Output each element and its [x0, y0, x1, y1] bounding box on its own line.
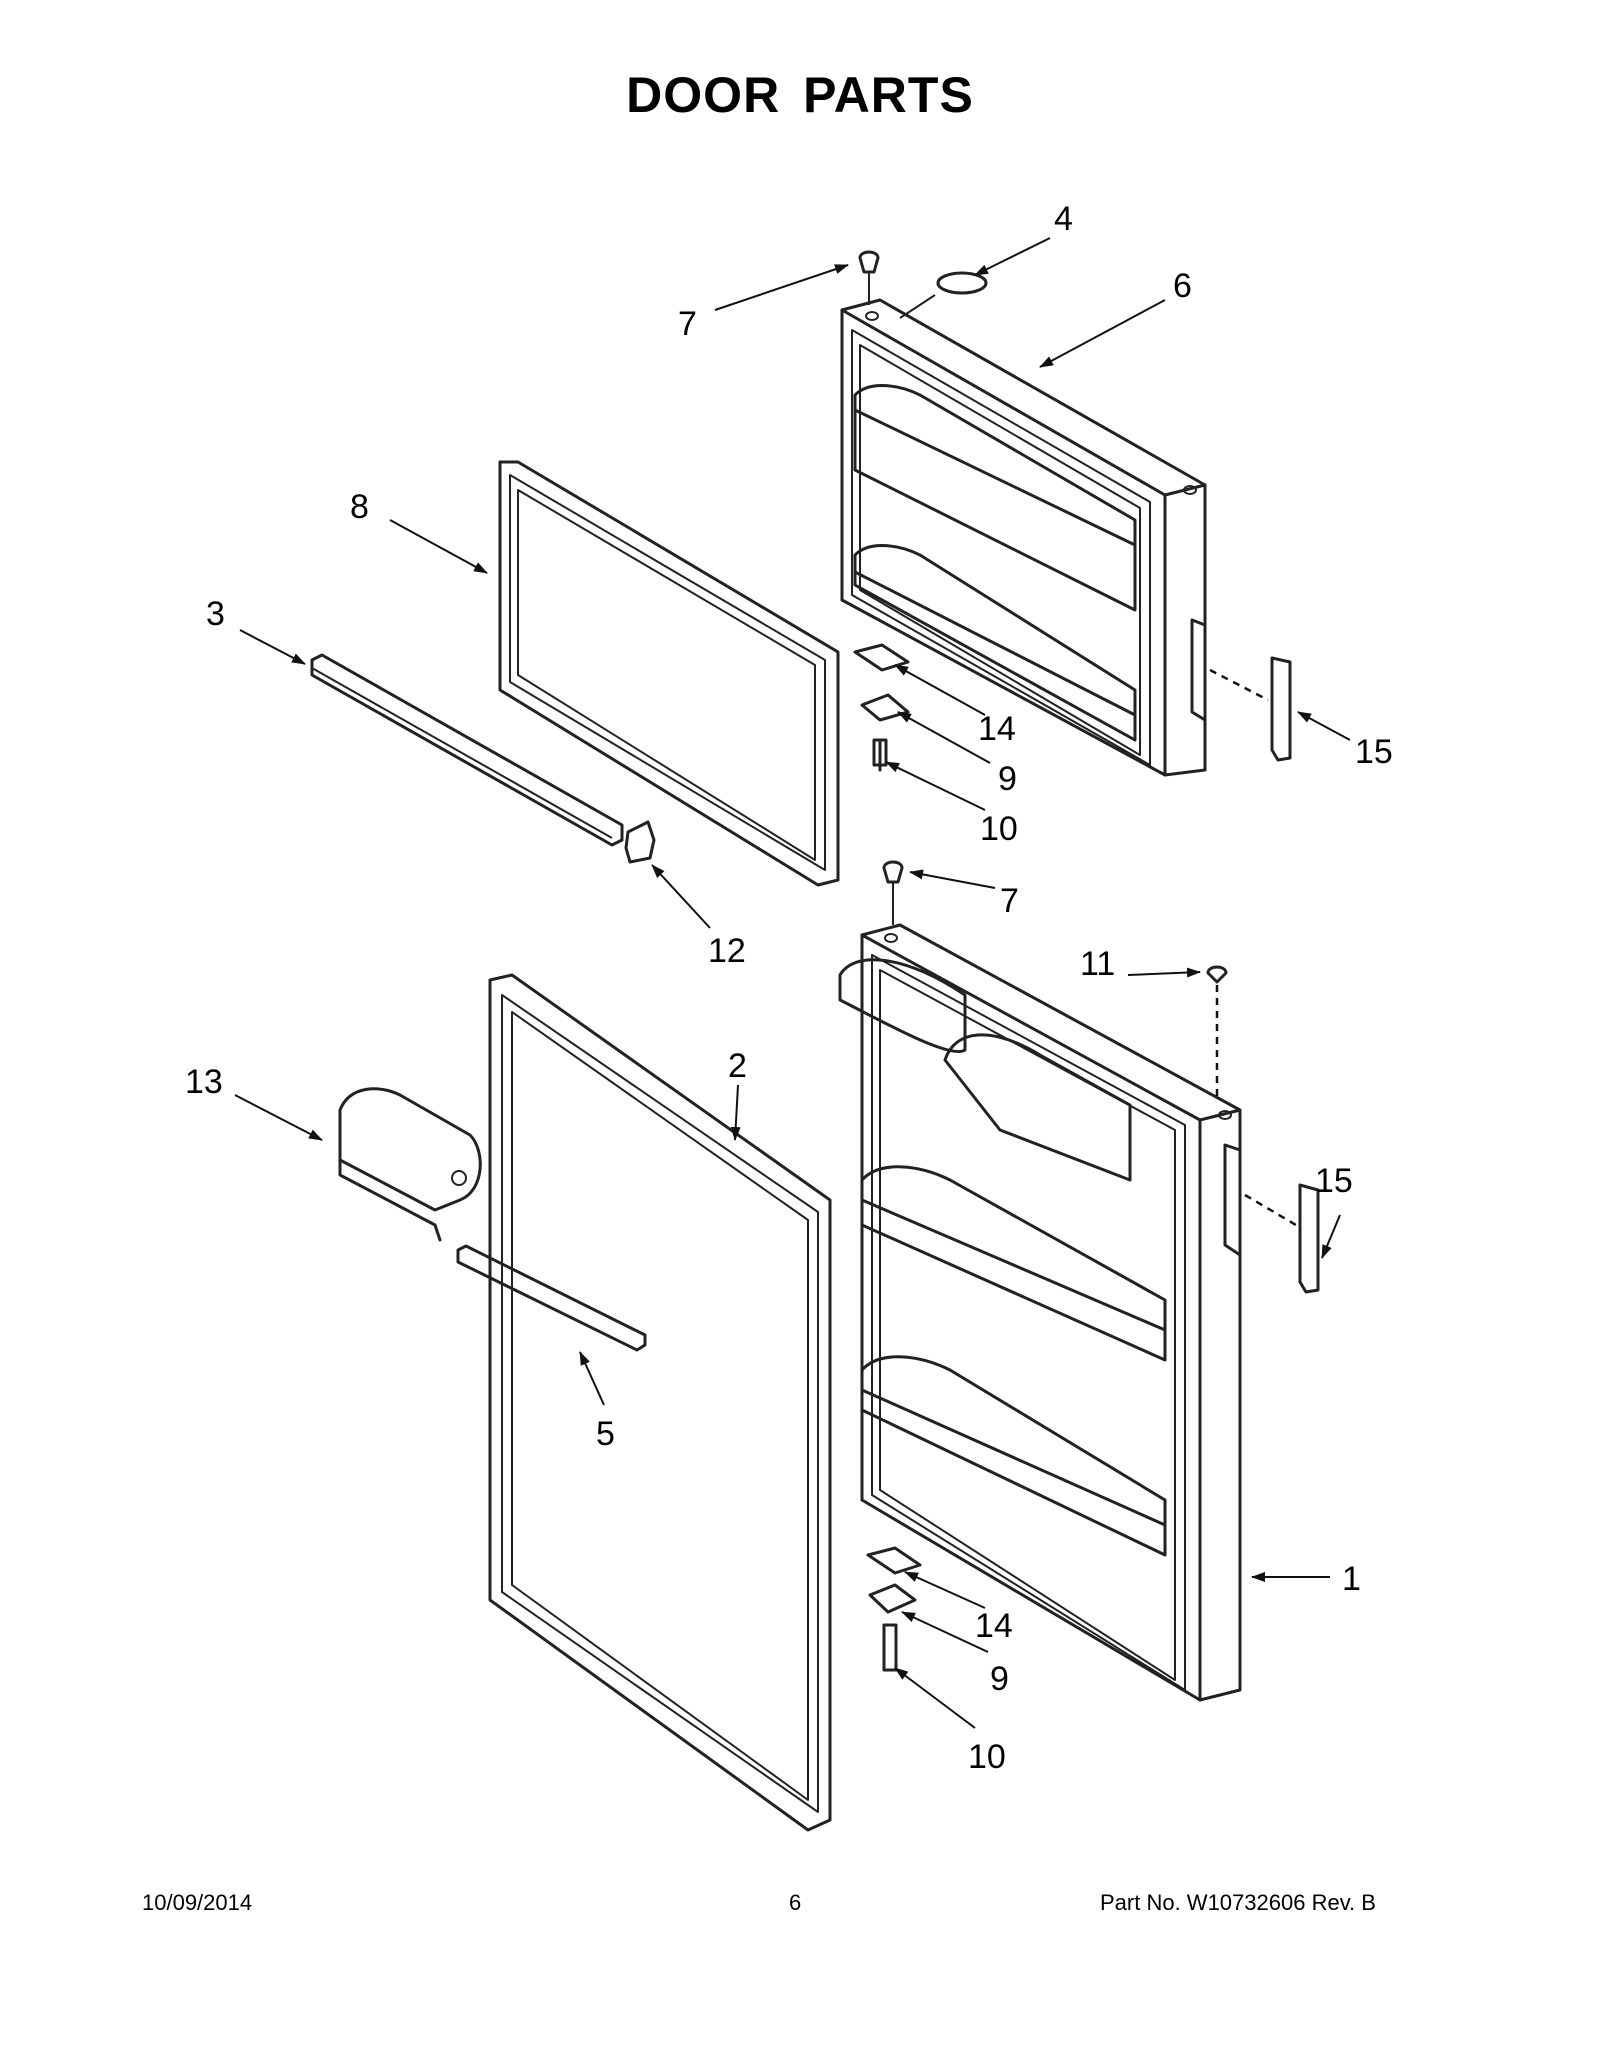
- callout-15-bottom: 15: [1315, 1162, 1353, 1200]
- callout-5: 5: [596, 1415, 615, 1453]
- leader-lines: [234, 237, 1351, 1729]
- fresh-food-door: [838, 923, 1242, 1702]
- callout-14-top: 14: [978, 710, 1016, 748]
- hinge-set-top: [853, 643, 910, 772]
- callout-3: 3: [206, 595, 225, 633]
- part-7-cap-top: [858, 250, 880, 305]
- callout-15-top: 15: [1355, 733, 1393, 771]
- footer-date: 10/09/2014: [142, 1890, 253, 1915]
- callout-12: 12: [708, 932, 746, 970]
- callout-11: 11: [1080, 945, 1115, 983]
- fresh-food-gasket: [488, 973, 832, 1832]
- callout-1: 1: [1342, 1560, 1361, 1598]
- callout-7-top: 7: [678, 305, 697, 343]
- footer-part-number: Part No. W10732606 Rev. B: [1100, 1890, 1376, 1915]
- freezer-door: [840, 298, 1207, 777]
- callout-7-bottom: 7: [1000, 882, 1019, 920]
- callout-14-bottom: 14: [975, 1607, 1013, 1645]
- callout-8: 8: [350, 488, 369, 526]
- part-4-plug: [936, 271, 988, 295]
- part-5-strip: [456, 1244, 647, 1352]
- callout-6: 6: [1173, 267, 1192, 305]
- callout-9-bottom: 9: [990, 1660, 1009, 1698]
- page-title: DOOR PARTS: [626, 67, 974, 123]
- part-7-cap-bottom: [882, 860, 904, 925]
- callout-10-bottom: 10: [968, 1738, 1006, 1776]
- callout-9-top: 9: [998, 760, 1017, 798]
- part-12-clip: [624, 820, 656, 864]
- callout-2: 2: [728, 1047, 747, 1085]
- freezer-gasket: [498, 460, 840, 887]
- callout-numbers: 4 6 7 8 3 14 9 10 15 12 7 11 2 13 15 5 1…: [185, 200, 1393, 1776]
- callout-10-top: 10: [980, 810, 1018, 848]
- part-11-plug: [1206, 965, 1228, 1100]
- callout-13: 13: [185, 1063, 223, 1101]
- part-15-handle-bottom: [1298, 1183, 1320, 1294]
- callout-4: 4: [1054, 200, 1073, 238]
- part-13-dairy-door: [338, 1087, 482, 1242]
- freezer-strip: [310, 653, 624, 847]
- footer-page-number: 6: [789, 1890, 802, 1915]
- part-15-handle-top: [1270, 656, 1292, 762]
- hinge-set-bottom: [866, 1546, 922, 1672]
